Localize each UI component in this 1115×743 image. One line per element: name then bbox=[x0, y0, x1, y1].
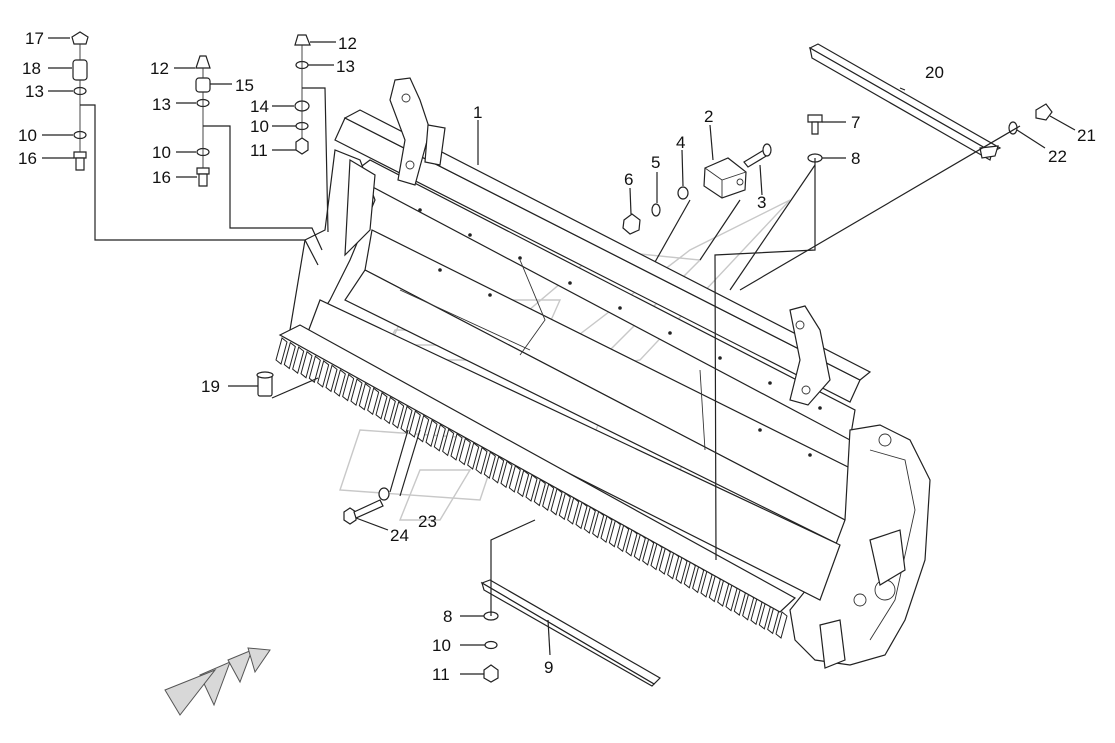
washer-4 bbox=[677, 186, 689, 200]
callout-22: 22 bbox=[1048, 147, 1067, 166]
callout-7: 7 bbox=[851, 113, 860, 132]
callout-14: 14 bbox=[250, 97, 269, 116]
callout-13: 13 bbox=[152, 95, 171, 114]
knife-tooth bbox=[558, 492, 571, 521]
rivet-dots bbox=[418, 208, 822, 457]
knife-tooth bbox=[575, 501, 588, 530]
knife-tooth bbox=[583, 506, 596, 534]
knife-tooth bbox=[483, 451, 496, 480]
stack-left bbox=[71, 31, 89, 171]
header-frame bbox=[289, 77, 931, 669]
knife-tooth bbox=[542, 483, 555, 511]
knife-tooth bbox=[550, 487, 563, 516]
callout-5: 5 bbox=[651, 153, 660, 172]
clamp-block-2 bbox=[703, 157, 747, 199]
bolt-24 bbox=[343, 499, 384, 525]
callout-6: 6 bbox=[624, 170, 633, 189]
callout-15: 15 bbox=[235, 76, 254, 95]
callout-10: 10 bbox=[152, 143, 171, 162]
knife-tooth bbox=[383, 396, 396, 425]
hex-nut-21 bbox=[1035, 103, 1053, 121]
knife-tooth bbox=[392, 401, 405, 429]
knife-tooth bbox=[367, 387, 380, 416]
knife-tooth bbox=[600, 515, 613, 543]
callout-12: 12 bbox=[150, 59, 169, 78]
callout-9: 9 bbox=[544, 658, 553, 677]
callout-4: 4 bbox=[676, 133, 685, 152]
wear-strip-20 bbox=[808, 43, 1002, 161]
callout-20: 20 bbox=[925, 63, 944, 82]
knife-tooth bbox=[567, 496, 580, 525]
callout-13: 13 bbox=[25, 82, 44, 101]
knife-tooth bbox=[608, 519, 621, 548]
knife-tooth bbox=[342, 373, 355, 402]
callout-3: 3 bbox=[757, 193, 766, 212]
callout-21: 21 bbox=[1077, 126, 1096, 145]
callout-19: 19 bbox=[201, 377, 220, 396]
callout-8: 8 bbox=[443, 607, 452, 626]
bolt-7 bbox=[807, 114, 823, 135]
knife-tooth bbox=[292, 346, 305, 374]
knife-tooth bbox=[467, 442, 480, 470]
knife-tooth bbox=[458, 437, 471, 466]
knife-tooth bbox=[325, 364, 338, 393]
hex-nut-6 bbox=[622, 213, 641, 235]
callout-23: 23 bbox=[418, 512, 437, 531]
callout-16: 16 bbox=[18, 149, 37, 168]
stack-right bbox=[294, 34, 311, 155]
knife-tooth bbox=[333, 369, 346, 397]
callout-17: 17 bbox=[25, 29, 44, 48]
knife-tooth bbox=[275, 337, 288, 365]
knife-tooth bbox=[433, 423, 446, 452]
knife-tooth bbox=[450, 433, 463, 461]
callout-11: 11 bbox=[250, 141, 268, 160]
callout-8: 8 bbox=[851, 149, 860, 168]
washer-10-bottom bbox=[484, 640, 498, 650]
knife-tooth bbox=[508, 465, 521, 493]
callout-1: 1 bbox=[473, 103, 482, 122]
callout-18: 18 bbox=[22, 59, 41, 78]
knife-bar bbox=[278, 324, 797, 613]
knife-tooth bbox=[517, 469, 530, 498]
direction-arrow-icon bbox=[164, 647, 271, 716]
hex-nut-11-bottom bbox=[483, 664, 499, 683]
knife-tooth bbox=[375, 391, 388, 420]
callout-ticks bbox=[42, 37, 1076, 675]
knife-tooth bbox=[592, 510, 605, 539]
knife-tooth bbox=[400, 405, 413, 434]
knife-tooth bbox=[500, 460, 513, 489]
callout-2: 2 bbox=[704, 107, 713, 126]
callout-24: 24 bbox=[390, 526, 409, 545]
callout-16: 16 bbox=[152, 168, 171, 187]
callout-10: 10 bbox=[250, 117, 269, 136]
knife-tooth bbox=[300, 350, 313, 379]
callout-10: 10 bbox=[432, 636, 451, 655]
wear-strip-9 bbox=[480, 579, 661, 687]
knife-tooth bbox=[317, 359, 330, 388]
knife-tooth bbox=[533, 478, 546, 507]
knife-tooth bbox=[358, 382, 371, 411]
knife-tooth bbox=[475, 446, 488, 475]
knife-tooth bbox=[425, 419, 438, 448]
knife-tooth bbox=[525, 474, 538, 502]
knife-tooth bbox=[308, 355, 321, 384]
stack-middle bbox=[195, 55, 211, 187]
washer-23 bbox=[378, 487, 390, 501]
knife-tooth bbox=[442, 428, 455, 457]
callout-13: 13 bbox=[336, 57, 355, 76]
bolt-3 bbox=[743, 143, 772, 168]
knife-tooth bbox=[350, 378, 363, 406]
callout-10: 10 bbox=[18, 126, 37, 145]
callout-12: 12 bbox=[338, 34, 357, 53]
knife-tooth bbox=[283, 341, 296, 370]
knife-tooth bbox=[775, 611, 788, 639]
callout-labels: 17 18 13 10 16 12 15 13 10 16 12 13 14 1… bbox=[18, 29, 1096, 684]
knife-tooth bbox=[408, 410, 421, 438]
knife-tooth bbox=[492, 455, 505, 484]
washer-5 bbox=[651, 203, 661, 217]
bushing-19 bbox=[256, 371, 274, 397]
leader-lines bbox=[80, 87, 1021, 616]
callout-11: 11 bbox=[432, 665, 450, 684]
